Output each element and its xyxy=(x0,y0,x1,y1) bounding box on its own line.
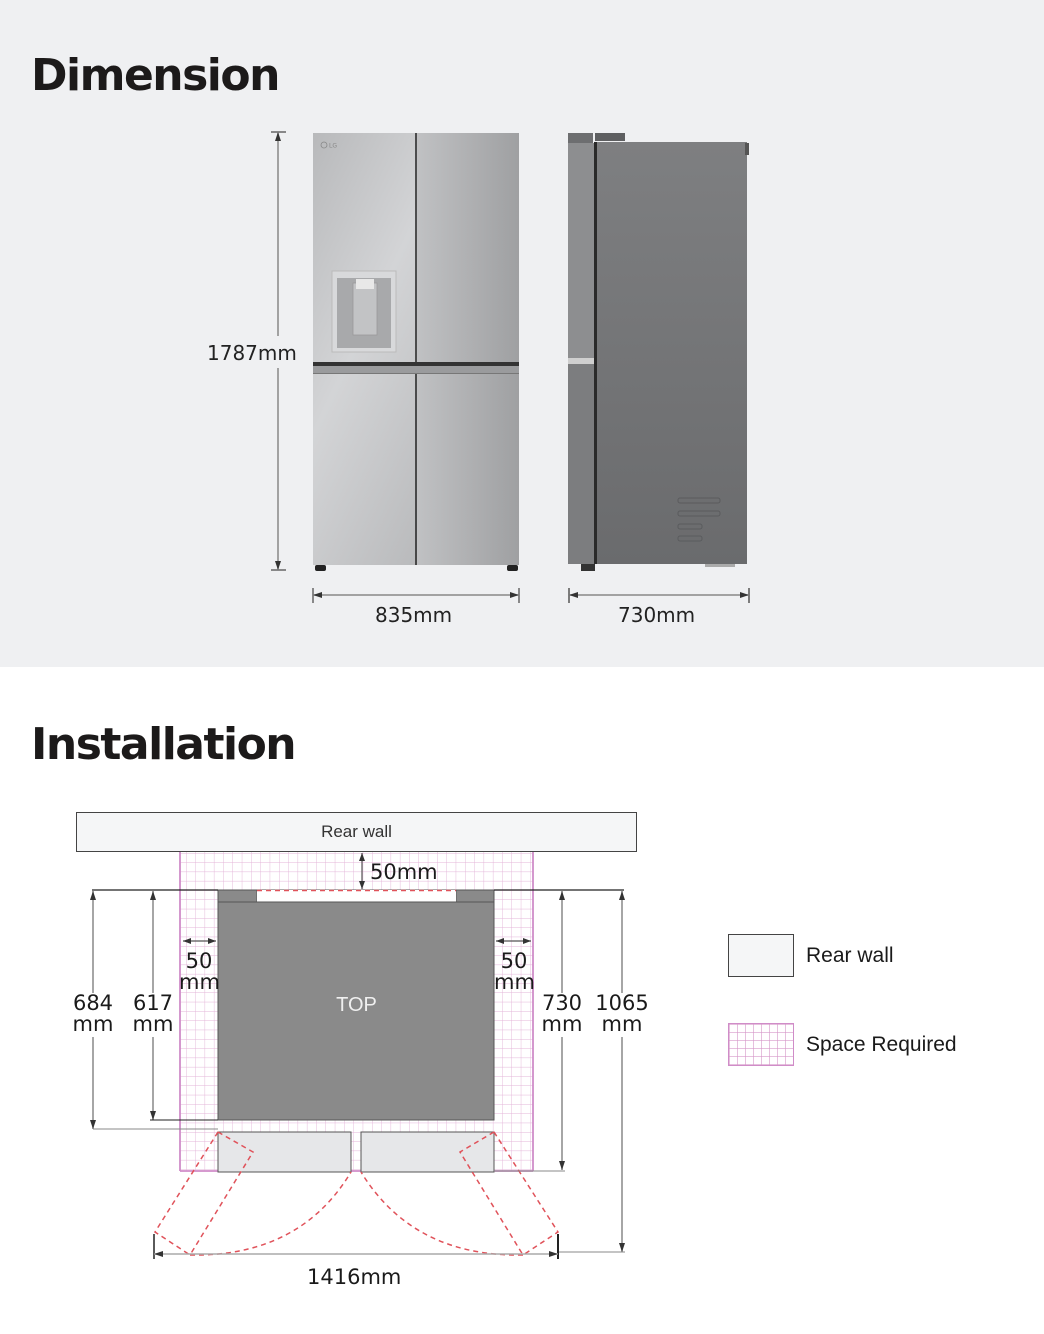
legend-space-required-label: Space Required xyxy=(806,1032,957,1056)
installation-diagram xyxy=(90,852,625,1259)
rear-wall-label: Rear wall xyxy=(321,822,392,841)
installation-section: Installation xyxy=(0,667,1044,1334)
installation-title: Installation xyxy=(31,719,297,770)
door-swing-paths xyxy=(153,1131,560,1256)
top-view-label: TOP xyxy=(336,994,377,1016)
depth-684-line xyxy=(90,891,218,1130)
depth-730-line xyxy=(494,891,565,1172)
left-gap-label: 50 mm xyxy=(179,949,220,994)
depth-730-label: 730 mm xyxy=(541,991,583,1036)
depth-1065-label: 1065 mm xyxy=(595,991,649,1036)
space-required-swatch xyxy=(728,1023,794,1066)
rear-wall-swatch xyxy=(728,934,794,977)
width-dimension-line xyxy=(312,588,520,603)
depth-dimension-line xyxy=(568,588,750,603)
rear-gap-label: 50mm xyxy=(370,860,438,884)
rear-gap-arrow xyxy=(359,853,365,889)
lg-logo: LG xyxy=(329,143,337,150)
depth-617-line xyxy=(150,891,218,1121)
depth-684-label: 684 mm xyxy=(72,991,114,1036)
height-label: 1787mm xyxy=(207,341,297,365)
rear-wall: Rear wall xyxy=(76,812,637,852)
legend-rear-wall: Rear wall xyxy=(728,934,894,977)
side-gap-arrows xyxy=(183,938,531,944)
depth-617-label: 617 mm xyxy=(132,991,174,1036)
dimension-title: Dimension xyxy=(31,50,280,101)
right-gap-label: 50 mm xyxy=(494,949,535,994)
width-label: 835mm xyxy=(375,603,453,627)
depth-label: 730mm xyxy=(618,603,696,627)
fridge-side-view xyxy=(568,133,749,571)
dimension-drawings: LG xyxy=(271,131,750,603)
fridge-doors-top xyxy=(217,1131,495,1173)
fridge-top-body xyxy=(217,889,495,1121)
door-open-width-label: 1416mm xyxy=(307,1265,402,1289)
dimension-section: Dimension xyxy=(0,0,1044,667)
height-dimension-line xyxy=(271,131,286,571)
legend-rear-wall-label: Rear wall xyxy=(806,943,894,967)
legend-space-required: Space Required xyxy=(728,1023,957,1066)
depth-1065-line xyxy=(558,891,625,1253)
fridge-front-view: LG xyxy=(313,133,519,571)
door-open-width-line xyxy=(153,1234,559,1259)
